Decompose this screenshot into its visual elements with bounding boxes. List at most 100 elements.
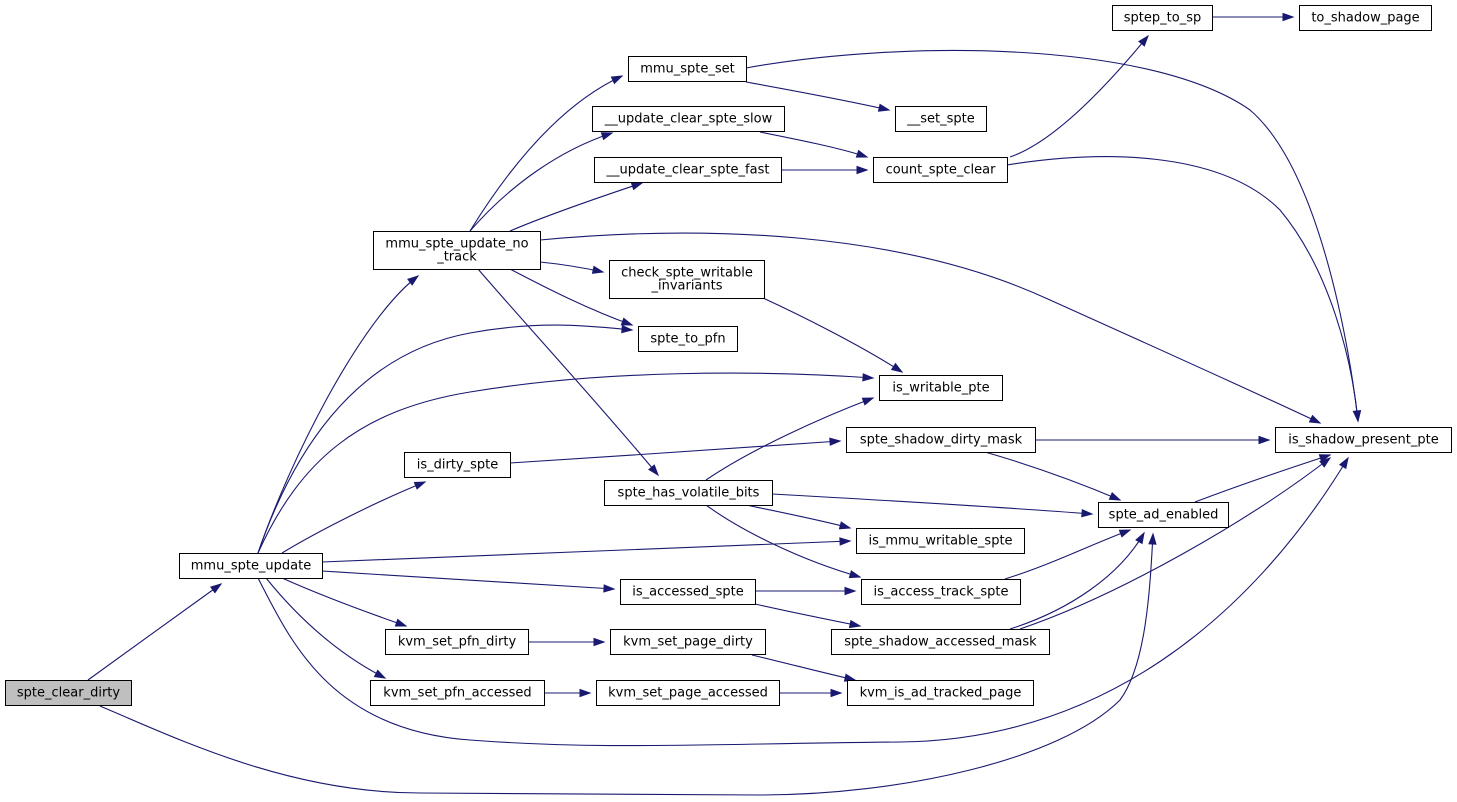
node-count-spte-clear[interactable]: count_spte_clear [873, 157, 1008, 183]
node-spte-shadow-dirty-mask[interactable]: spte_shadow_dirty_mask [846, 427, 1036, 453]
node-kvm-set-pfn-accessed[interactable]: kvm_set_pfn_accessed [370, 680, 545, 706]
node-box [861, 579, 1021, 605]
node-box [609, 260, 765, 299]
node-label: is_accessed_spte [632, 585, 744, 600]
node-label: kvm_is_ad_tracked_page [860, 686, 1022, 701]
arrowhead [855, 149, 869, 158]
edge-kvm_set_pfn_accessed-to-kvm_set_page_accessed [544, 688, 592, 698]
node-is-dirty-spte[interactable]: is_dirty_spte [404, 452, 511, 478]
node-is-accessed-spte[interactable]: is_accessed_spte [620, 579, 756, 605]
edge-line [1009, 532, 1145, 630]
node-spte-to-pfn[interactable]: spte_to_pfn [638, 326, 738, 352]
node-label: spte_clear_dirty [17, 686, 120, 701]
arrowhead [830, 688, 843, 698]
node-box [856, 528, 1025, 554]
arrowhead [862, 373, 875, 382]
node-is-access-track-spte[interactable]: is_access_track_spte [861, 579, 1021, 605]
node-box [895, 106, 987, 132]
edge-line [477, 268, 659, 476]
node-label: __update_clear_spte_slow [604, 112, 773, 127]
node-update-clear-spte-slow[interactable]: __update_clear_spte_slow [592, 106, 785, 132]
node-mmu-spte-update-no-track[interactable]: mmu_spte_update_no_track [373, 231, 541, 270]
edge-kvm_set_page_dirty-to-kvm_is_ad_tracked_page [751, 654, 857, 682]
node-spte-ad-enabled[interactable]: spte_ad_enabled [1098, 502, 1229, 528]
node-box [1275, 427, 1452, 453]
edge-line [751, 654, 856, 681]
node-box [1098, 502, 1229, 528]
edge-is_access_track_spte-to-spte_ad_enabled [1004, 529, 1132, 580]
node-set-spte[interactable]: __set_spte [895, 106, 987, 132]
edge-line [281, 577, 407, 627]
arrowhead [1118, 529, 1132, 538]
node-kvm-set-page-dirty[interactable]: kvm_set_page_dirty [610, 629, 766, 655]
arrowhead [630, 182, 644, 191]
edge-line [1009, 35, 1149, 158]
arrowhead [593, 637, 606, 647]
arrowhead [856, 165, 869, 175]
node-is-mmu-writable-spte[interactable]: is_mmu_writable_spte [856, 528, 1025, 554]
node-box [604, 480, 773, 506]
node-label: __update_clear_spte_fast [606, 163, 770, 178]
node-kvm-set-page-accessed[interactable]: kvm_set_page_accessed [596, 680, 780, 706]
node-label: kvm_set_page_dirty [623, 635, 753, 650]
node-label: is_mmu_writable_spte [868, 534, 1012, 549]
arrowhead [1308, 414, 1322, 424]
edge-mmu_spte_update-to-mmu_spte_update_no_track [257, 275, 420, 554]
node-label: mmu_spte_set [640, 62, 735, 77]
node-box [385, 629, 529, 655]
arrowhead [591, 265, 605, 274]
edge-mmu_spte_update-to-spte_to_pfn [257, 324, 634, 554]
edge-is_dirty_spte-to-spte_shadow_dirty_mask [509, 437, 842, 464]
node-box [596, 680, 780, 706]
edge-spte_shadow_accessed_mask-to-is_shadow_present_pte [1019, 457, 1332, 630]
node-sptep-to-sp[interactable]: sptep_to_sp [1112, 5, 1213, 31]
node-box [1299, 5, 1432, 31]
edge-mmu_spte_set-to-__set_spte [745, 81, 891, 112]
edge-line [745, 49, 1359, 422]
arrowhead [579, 688, 592, 698]
node-check-spte-writable-invariants[interactable]: check_spte_writable_invariants [609, 260, 765, 299]
node-box [1112, 5, 1213, 31]
node-mmu-spte-set[interactable]: mmu_spte_set [628, 56, 747, 82]
edge-line [745, 504, 851, 529]
edge-line [281, 481, 426, 554]
arrowhead [610, 75, 624, 85]
node-spte-has-volatile-bits[interactable]: spte_has_volatile_bits [604, 480, 773, 506]
edge-sptep_to_sp-to-to_shadow_page [1212, 12, 1295, 22]
node-label: is_shadow_present_pte [1288, 433, 1438, 448]
arrowhead [890, 362, 904, 373]
node-is-writable-pte[interactable]: is_writable_pte [879, 375, 1003, 401]
edge-mmu_spte_update_no_track-to-__update_clear_spte_fast [509, 182, 644, 232]
node-to-shadow-page[interactable]: to_shadow_page [1299, 5, 1432, 31]
edge-__update_clear_spte_slow-to-count_spte_clear [759, 131, 869, 158]
edge-mmu_spte_update_no_track-to-is_shadow_present_pte [539, 232, 1322, 424]
node-is-shadow-present-pte[interactable]: is_shadow_present_pte [1275, 427, 1452, 453]
arrowhead [1148, 532, 1157, 545]
node-box [846, 427, 1036, 453]
edge-line [321, 540, 851, 563]
edge-spte_clear_dirty-to-spte_ad_enabled [99, 532, 1157, 796]
node-spte-shadow-accessed-mask[interactable]: spte_shadow_accessed_mask [831, 629, 1050, 655]
edge-spte_has_volatile_bits-to-is_access_track_spte [705, 504, 862, 579]
edge-__update_clear_spte_fast-to-count_spte_clear [781, 165, 869, 175]
node-label: sptep_to_sp [1124, 11, 1201, 26]
edge-spte_ad_enabled-to-is_shadow_present_pte [1194, 454, 1332, 503]
arrowhead [877, 103, 891, 112]
node-label: is_access_track_spte [874, 585, 1009, 600]
node-box [404, 452, 511, 478]
edges-layer [87, 12, 1362, 796]
edge-line [87, 583, 222, 681]
node-update-clear-spte-fast[interactable]: __update_clear_spte_fast [594, 157, 782, 183]
edge-line [99, 533, 1154, 796]
edge-line [509, 440, 841, 464]
node-kvm-set-pfn-dirty[interactable]: kvm_set_pfn_dirty [385, 629, 529, 655]
edge-line [1004, 529, 1131, 580]
edge-kvm_set_page_accessed-to-kvm_is_ad_tracked_page [779, 688, 843, 698]
arrowhead [210, 583, 223, 594]
node-spte-clear-dirty[interactable]: spte_clear_dirty [5, 680, 132, 706]
node-mmu-spte-update[interactable]: mmu_spte_update [179, 553, 323, 579]
node-kvm-is-ad-tracked-page[interactable]: kvm_is_ad_tracked_page [847, 680, 1034, 706]
node-box [831, 629, 1050, 655]
arrowhead [621, 324, 634, 334]
edge-line [1006, 156, 1359, 422]
